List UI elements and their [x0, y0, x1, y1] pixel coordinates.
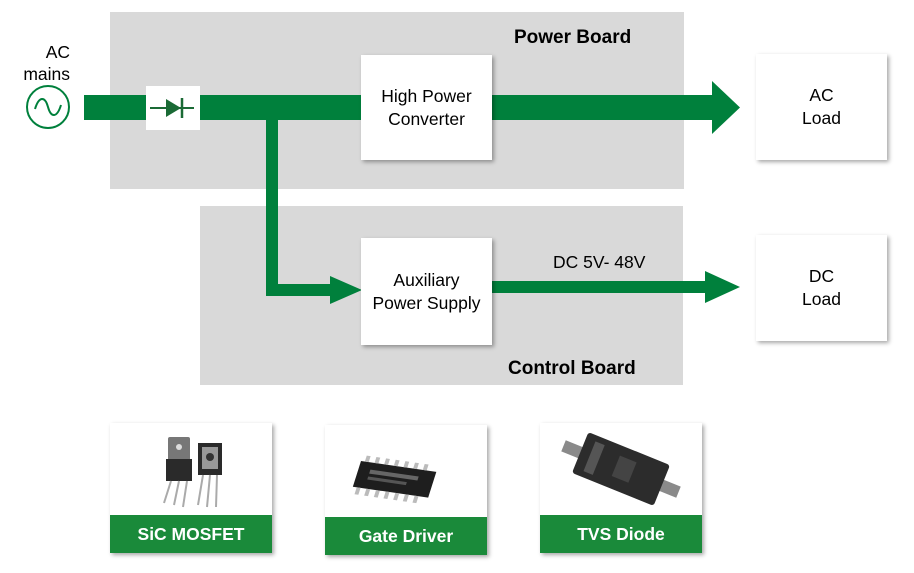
gate-driver-label: Gate Driver [325, 517, 487, 555]
ac-load-block: AC Load [756, 54, 887, 160]
sic-mosfet-card: SiC MOSFET [110, 423, 272, 553]
to247-transistor-icon [163, 437, 222, 508]
dc-load-arrowhead [705, 271, 740, 303]
ac-mains-label: AC mains [23, 42, 70, 84]
ac-load-arrowhead [712, 81, 740, 134]
power-flow-diagram [26, 81, 740, 304]
aux-feed-arrowhead [330, 276, 362, 304]
power-board-title: Power Board [514, 27, 632, 48]
gate-driver-card: Gate Driver [325, 425, 487, 555]
aux-feed-line [266, 284, 336, 296]
tvs-diode-card: TVS Diode [540, 423, 702, 553]
high-power-converter-block: High Power Converter [361, 55, 492, 160]
smd-diode-icon [561, 433, 681, 505]
control-board-title: Control Board [508, 358, 636, 379]
dc-output-line [491, 281, 711, 293]
dc-output-voltage-label: DC 5V- 48V [553, 252, 646, 272]
dc-load-block: DC Load [756, 235, 887, 341]
tvs-diode-label: TVS Diode [540, 515, 702, 553]
sic-mosfet-label: SiC MOSFET [110, 515, 272, 553]
soic-ic-icon [352, 455, 437, 504]
diode-icon [146, 86, 200, 130]
auxiliary-power-supply-block: Auxiliary Power Supply [361, 238, 492, 345]
ac-sine-icon [26, 85, 70, 129]
aux-branch-line [266, 110, 278, 296]
